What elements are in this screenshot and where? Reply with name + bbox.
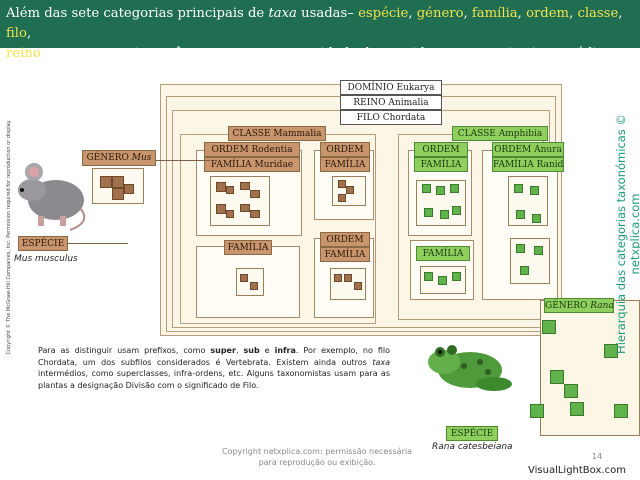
- genus-mus-square: [112, 188, 124, 200]
- genus-mus-square: [124, 184, 134, 194]
- genus-rana-square: [542, 320, 556, 334]
- genus-rana-label: GÉNERO Rana: [544, 298, 614, 313]
- muridae-square: [226, 186, 234, 194]
- muridae-square: [250, 210, 260, 218]
- muridae-square: [240, 182, 250, 190]
- muridae-square: [216, 182, 226, 192]
- connector-line: [156, 160, 210, 161]
- family-label: FAMÍLIA: [320, 247, 370, 262]
- genus-rana-square: [570, 402, 584, 416]
- copyright-notice: Copyright netxplica.com: permissão neces…: [222, 447, 412, 467]
- ranidae-square: [534, 246, 543, 255]
- order-label: ORDEM: [320, 232, 370, 247]
- family-square: [452, 272, 461, 281]
- family-square: [338, 194, 346, 202]
- muridae-square: [216, 204, 226, 214]
- genus-mus-square: [100, 176, 112, 188]
- family-square: [338, 180, 346, 188]
- family-muridae-label: FAMÍLIA Muridae: [204, 157, 300, 172]
- species-rana-label: ESPÉCIE: [446, 426, 498, 441]
- genus-rana-square: [604, 344, 618, 358]
- muridae-square: [226, 210, 234, 218]
- ranidae-square: [530, 186, 539, 195]
- right-vertical-caption: Hierarquia das categorias taxonómicas © …: [614, 114, 640, 354]
- family-label: FAMÍLIA: [416, 246, 470, 261]
- family-square: [424, 208, 433, 217]
- kingdom-label: REINO Animalia: [340, 95, 442, 110]
- family-square: [240, 274, 248, 282]
- ranidae-square: [516, 210, 525, 219]
- ranidae-square: [516, 244, 525, 253]
- family-square: [250, 282, 258, 290]
- genus-rana-square: [564, 384, 578, 398]
- order-label: ORDEM: [414, 142, 468, 157]
- mouse-image: [18, 163, 86, 231]
- order-label: ORDEM: [320, 142, 370, 157]
- family-square: [354, 282, 362, 290]
- genus-mus-label: GÉNERO Mus: [82, 150, 156, 166]
- domain-label: DOMÍNIO Eukarya: [340, 80, 442, 95]
- family-label: FAMÍLIA: [224, 240, 272, 255]
- order-rodentia-label: ORDEM Rodentia: [204, 142, 300, 157]
- family-square: [424, 272, 433, 281]
- family-ranidae-label: FAMÍLIA Ranidae: [492, 157, 564, 172]
- muridae-square: [240, 204, 250, 212]
- ranidae-square: [520, 266, 529, 275]
- family-square: [438, 276, 447, 285]
- title-banner: Além das sete categorias principais de t…: [0, 0, 640, 61]
- family-square: [334, 274, 342, 282]
- left-vertical-copyright: Copyright © The McGraw-Hill Companies, I…: [6, 119, 12, 355]
- family-label: FAMÍLIA: [320, 157, 370, 172]
- connector-line: [68, 243, 128, 244]
- frog-image: [428, 345, 512, 391]
- species-rana-name: Rana catesbeiana: [432, 442, 513, 452]
- family-square: [450, 184, 459, 193]
- muridae-square: [250, 190, 260, 198]
- species-mus-label: ESPÉCIE: [18, 236, 68, 251]
- family-square: [346, 186, 354, 194]
- order-anura-label: ORDEM Anura: [492, 142, 564, 157]
- family-square: [436, 186, 445, 195]
- watermark: VisualLightBox.com: [528, 465, 626, 476]
- species-mus-name: Mus musculus: [14, 254, 78, 264]
- genus-rana-square: [530, 404, 544, 418]
- class-amphibia-label: CLASSE Amphibia: [452, 126, 548, 141]
- page-number: 14: [592, 452, 603, 461]
- genus-rana-square: [614, 404, 628, 418]
- class-mammalia-label: CLASSE Mammalia: [228, 126, 326, 141]
- family-square: [344, 274, 352, 282]
- family-square: [440, 210, 449, 219]
- family-label: FAMÍLIA: [414, 157, 468, 172]
- ranidae-square: [532, 214, 541, 223]
- family-square: [422, 184, 431, 193]
- phylum-label: FILO Chordata: [340, 110, 442, 125]
- explanation-paragraph: Para as distinguir usam prefixos, como s…: [38, 346, 390, 390]
- ranidae-square: [514, 184, 523, 193]
- genus-rana-square: [550, 370, 564, 384]
- family-square: [452, 206, 461, 215]
- genus-mus-square: [112, 176, 124, 188]
- title-text: Além das sete categorias principais de t…: [6, 6, 623, 61]
